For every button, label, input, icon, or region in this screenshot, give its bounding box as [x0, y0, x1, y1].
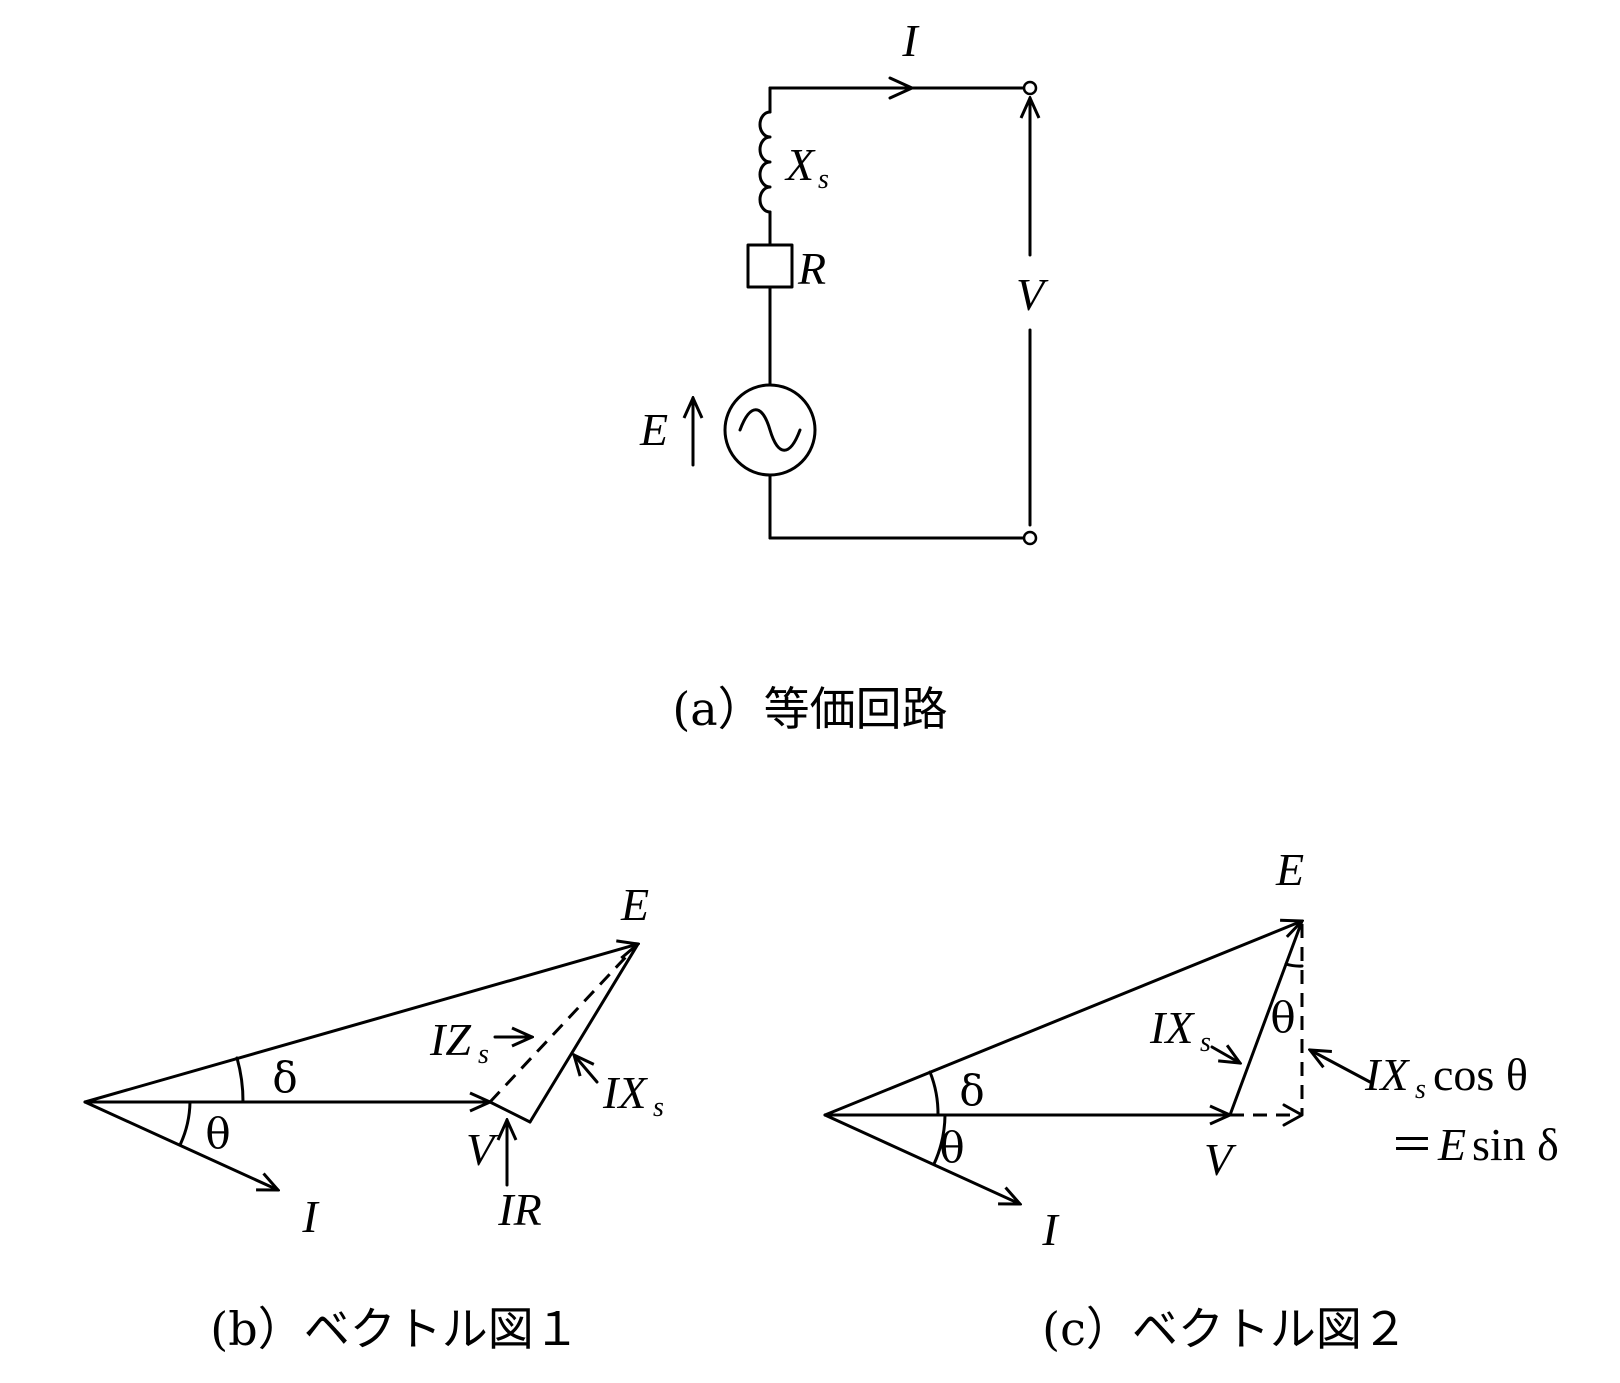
pointer-IXs [1210, 1047, 1240, 1063]
label-voltage-V: V [1016, 269, 1049, 320]
label-reactance-X: X [784, 139, 816, 190]
v1-label-IXs: IX [602, 1067, 648, 1118]
theta-arc-top [1284, 962, 1304, 968]
v1-label-IZs: IZ [429, 1014, 471, 1065]
vector-IR-drop [488, 1100, 532, 1124]
v2-label-theta: θ [939, 1123, 964, 1172]
v1-label-delta: δ [272, 1053, 297, 1102]
v2-label-cos: cos θ [1433, 1049, 1528, 1100]
delta-arc [235, 1056, 245, 1104]
inductor-coil [758, 110, 772, 214]
pointer-IXs-cos [1310, 1050, 1372, 1084]
v2-label-IXs-sub: s [1200, 1027, 1211, 1058]
caption-b: (b）ベクトル図１ [210, 1302, 579, 1356]
v2-label-IXscos: IX [1364, 1049, 1410, 1100]
v2-label-V: V [1204, 1134, 1237, 1185]
terminal-top [1022, 80, 1038, 96]
vector-I [823, 1113, 1020, 1204]
v2-label-sin: sin δ [1472, 1119, 1559, 1170]
equivalent-circuit: I X s R E V [639, 15, 1049, 546]
v2-label-IXscos-sub: s [1415, 1074, 1426, 1105]
caption-a: (a）等価回路 [672, 682, 947, 736]
v2-label-I: I [1041, 1204, 1060, 1255]
label-reactance-sub: s [818, 164, 829, 195]
current-arrow [888, 76, 914, 100]
ac-wave-icon [738, 408, 802, 452]
v1-label-IR: IR [497, 1184, 541, 1235]
caption-c: (c）ベクトル図２ [1042, 1302, 1408, 1356]
vector-IXs-drop [528, 942, 640, 1124]
label-emf-E: E [639, 404, 668, 455]
vector-E [823, 921, 1302, 1117]
theta-arc [932, 1113, 947, 1166]
vector-IZs-dashed [488, 942, 640, 1104]
v2-label-IXs: IX [1149, 1002, 1195, 1053]
vector-E [83, 944, 638, 1104]
terminal-bottom [1022, 530, 1038, 546]
resistor-box [746, 243, 794, 289]
vector-diagram-2: E V I δ θ θ IX s IX s cos θ ＝ E sin δ [823, 844, 1559, 1255]
v2-label-Esin-E: E [1437, 1119, 1466, 1170]
v2-label-delta: δ [959, 1066, 984, 1115]
vector-diagram-1: E V I δ θ IZ s IX s IR [83, 879, 664, 1242]
label-resistance-R: R [797, 243, 826, 294]
vector-IXs-drop [1228, 919, 1304, 1117]
v1-label-theta: θ [205, 1109, 230, 1158]
delta-arc [928, 1070, 940, 1117]
v1-label-IZs-sub: s [478, 1039, 489, 1070]
theta-arc [178, 1100, 192, 1147]
v1-label-I: I [301, 1191, 320, 1242]
v2-label-E: E [1275, 844, 1304, 895]
v1-label-IXs-sub: s [653, 1092, 664, 1123]
v1-label-V: V [466, 1124, 499, 1175]
label-current-I: I [901, 15, 920, 66]
v2-label-theta-top: θ [1270, 993, 1295, 1042]
vector-I [83, 1100, 278, 1190]
v1-label-E: E [620, 879, 649, 930]
pointer-IXs [574, 1055, 599, 1084]
v2-label-equals: ＝ [1390, 1120, 1434, 1171]
